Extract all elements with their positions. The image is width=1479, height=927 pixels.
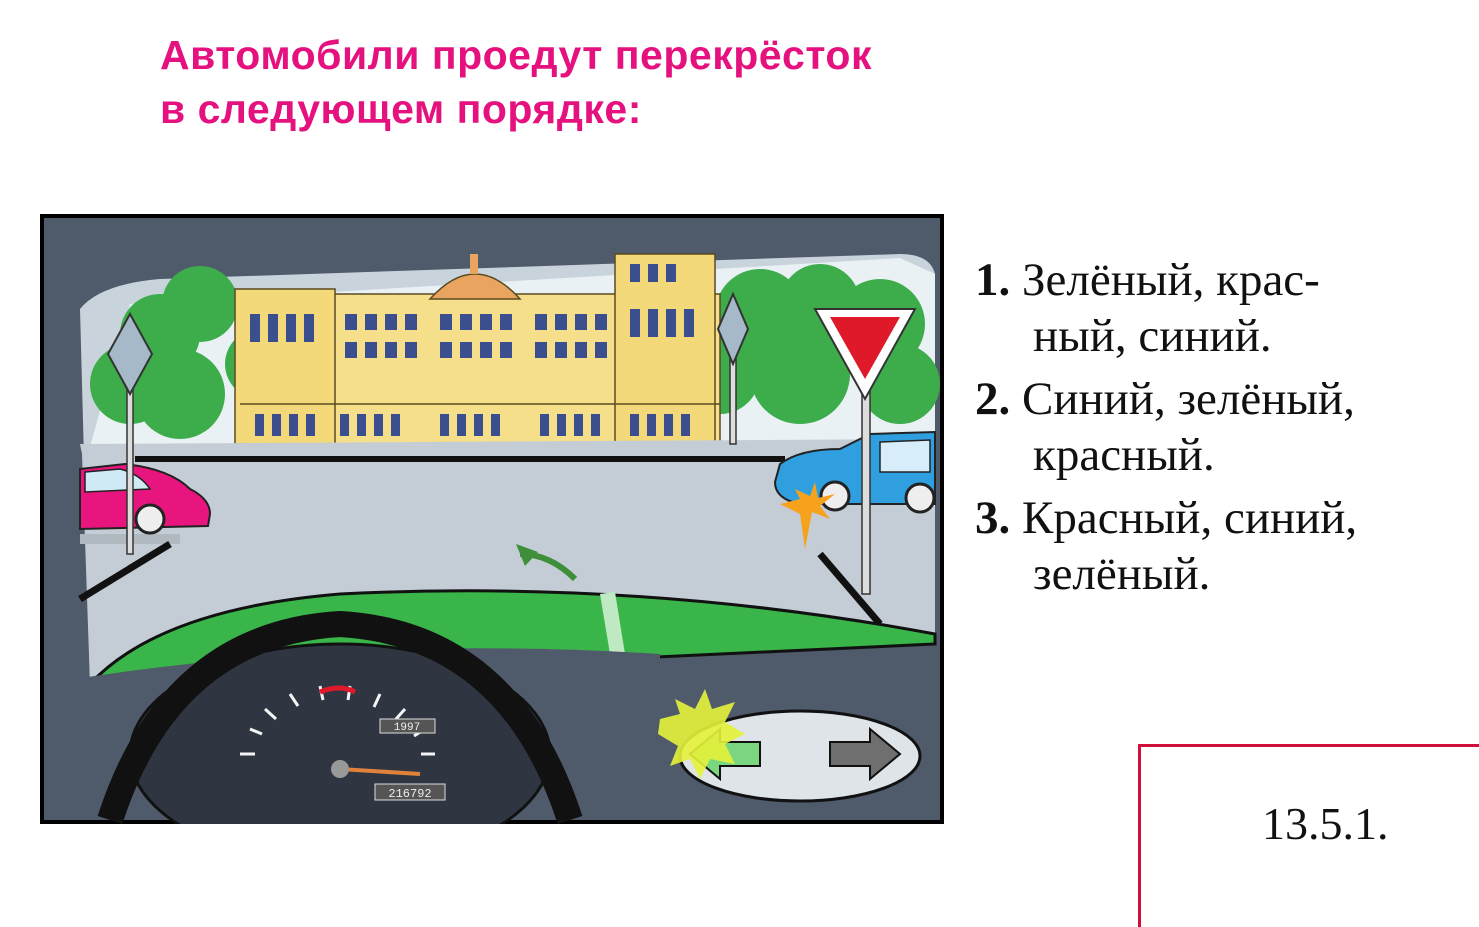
answer-option-1-text-line1: Зелёный, крас- bbox=[1010, 254, 1320, 306]
question-code-box bbox=[1138, 744, 1479, 927]
answer-options: 1. Зелёный, крас- ный, синий. 2. Синий, … bbox=[975, 252, 1445, 609]
question-title-line1: Автомобили проедут перекрёсток bbox=[160, 32, 872, 78]
answer-option-1-text-line2: ный, синий. bbox=[1033, 310, 1272, 362]
intersection-illustration: 1997 216792 bbox=[40, 214, 944, 866]
priority-road-sign-center bbox=[716, 291, 750, 445]
answer-option-3-text-line2: зелёный. bbox=[1033, 548, 1211, 600]
odometer: 216792 bbox=[388, 787, 431, 801]
palace-building bbox=[234, 253, 721, 445]
answer-option-2-text-line1: Синий, зелёный, bbox=[1010, 373, 1355, 425]
answer-option-3-number: 3. bbox=[975, 492, 1011, 544]
question-title-line2: в следующем порядке: bbox=[160, 86, 642, 132]
priority-road-sign-left bbox=[106, 311, 154, 555]
answer-option-1[interactable]: 1. Зелёный, крас- ный, синий. bbox=[975, 252, 1445, 364]
answer-option-3[interactable]: 3. Красный, синий, зелёный. bbox=[975, 490, 1445, 602]
answer-option-2-text-line2: красный. bbox=[1033, 429, 1215, 481]
answer-option-1-number: 1. bbox=[975, 254, 1011, 306]
question-code: 13.5.1. bbox=[1262, 798, 1389, 849]
yield-sign bbox=[813, 308, 917, 595]
tripmeter: 1997 bbox=[394, 722, 420, 734]
blue-car-turn-signal bbox=[780, 482, 835, 549]
answer-option-2-number: 2. bbox=[975, 373, 1011, 425]
question-title: Автомобили проедут перекрёсток в следующ… bbox=[160, 28, 872, 136]
answer-option-2[interactable]: 2. Синий, зелёный, красный. bbox=[975, 371, 1445, 483]
answer-option-3-text-line1: Красный, синий, bbox=[1010, 492, 1358, 544]
turn-indicator-panel bbox=[658, 689, 922, 803]
